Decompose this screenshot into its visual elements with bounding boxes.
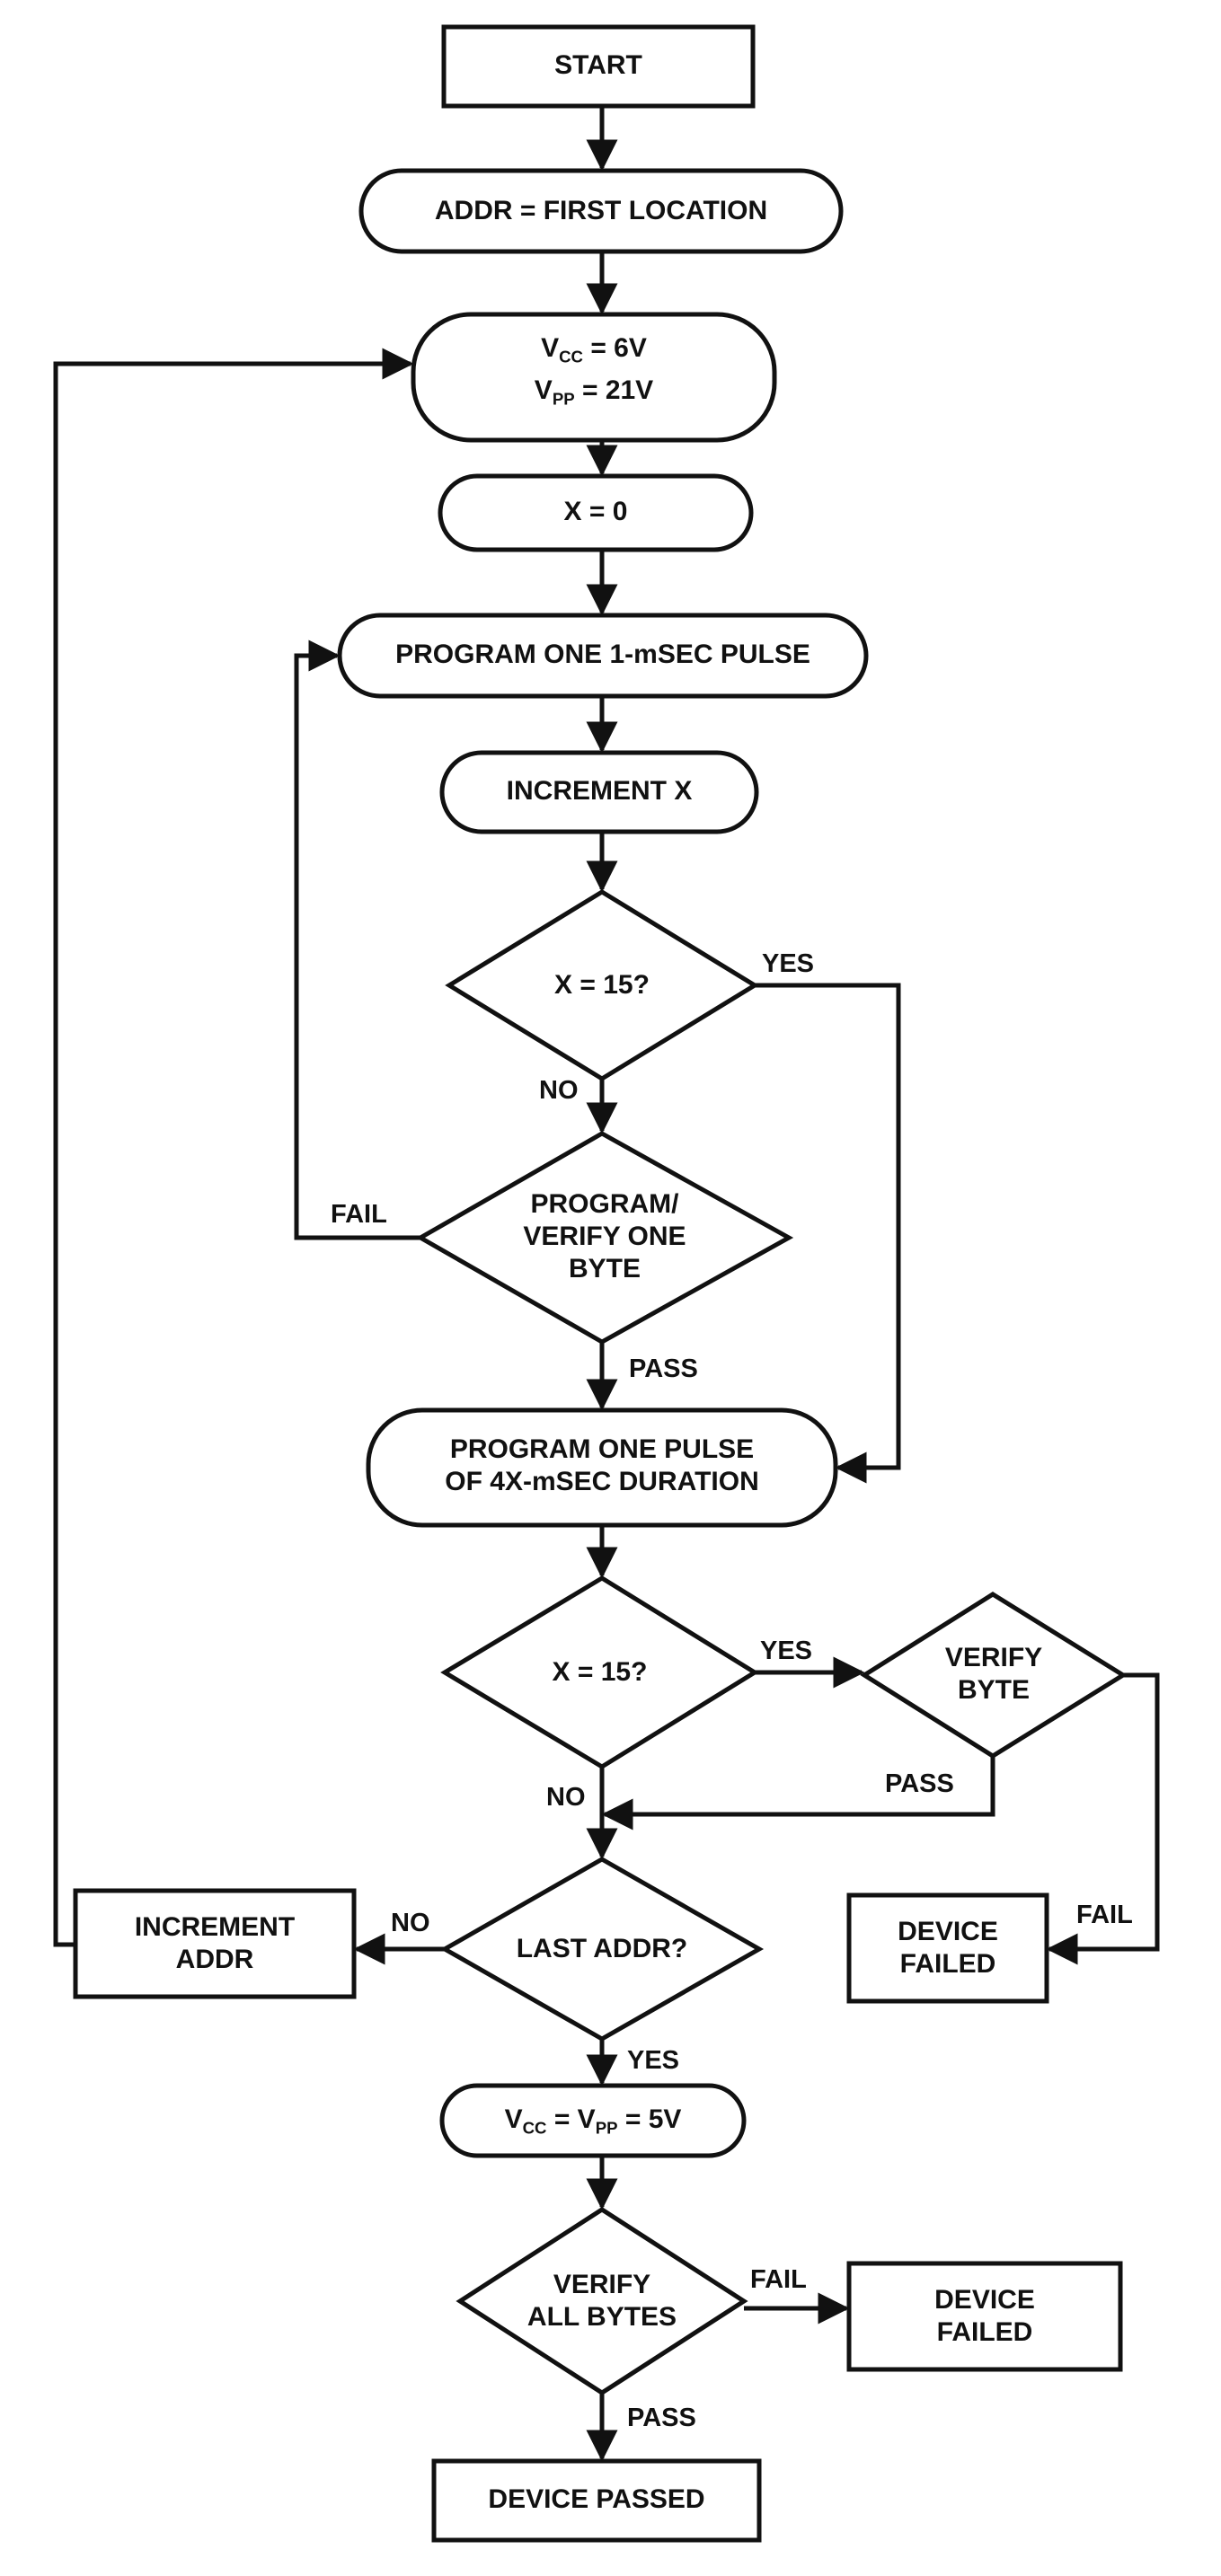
verify-byte-label: VERIFY BYTE [944, 1643, 1043, 1705]
x15-first-no-label: NO [539, 1076, 579, 1105]
verify-all-label: VERIFY ALL BYTES [526, 2270, 677, 2332]
program-pulse-label: PROGRAM ONE 1-mSEC PULSE [395, 640, 810, 669]
edge-verify-fail-loop [294, 640, 420, 1240]
x15-first-yes-label: YES [762, 949, 815, 978]
x15-first-label: X = 15? [554, 970, 650, 1000]
increment-x-label: INCREMENT X [506, 776, 693, 806]
last-addr-label: LAST ADDR? [516, 1934, 688, 1963]
last-addr-yes-label: YES [627, 2046, 680, 2075]
edge-incaddr-loop [53, 348, 414, 1947]
verify-all-pass-label: PASS [627, 2404, 696, 2432]
device-passed-label: DEVICE PASSED [488, 2484, 705, 2514]
program-verify-fail-label: FAIL [331, 1200, 387, 1229]
edge-verifybyte-pass [601, 1756, 995, 1831]
addr-first-label: ADDR = FIRST LOCATION [434, 196, 768, 225]
start-box [441, 24, 756, 109]
x15-second-no-label: NO [546, 1783, 586, 1812]
program-verify-label: PROGRAM/ VERIFY ONE BYTE [523, 1189, 686, 1284]
device-failed-label-2: DEVICE FAILED [934, 2285, 1035, 2347]
last-addr-no-label: NO [391, 1909, 430, 1937]
edge-verifybyte-fail [1046, 1672, 1160, 1965]
x15-second-label: X = 15? [552, 1657, 648, 1687]
verify-byte-pass-label: PASS [885, 1769, 954, 1798]
increment-addr-label: INCREMENT ADDR [134, 1912, 296, 1974]
verify-all-fail-label: FAIL [750, 2265, 807, 2294]
program-verify-pass-label: PASS [629, 1354, 698, 1383]
x15-second-yes-label: YES [760, 1636, 813, 1665]
device-failed-label-1: DEVICE FAILED [898, 1917, 998, 1979]
x-zero-label: X = 0 [563, 497, 628, 526]
set-voltage-label: VCC = 6V VPP = 21V [534, 333, 654, 409]
edge-x15-yes-to-4x [755, 983, 901, 1484]
verify-byte-fail-label: FAIL [1076, 1901, 1133, 1929]
start-label: START [554, 50, 642, 80]
set-5v-label: VCC = VPP = 5V [504, 2104, 682, 2138]
program-4x-label: PROGRAM ONE PULSE OF 4X-mSEC DURATION [445, 1434, 759, 1496]
